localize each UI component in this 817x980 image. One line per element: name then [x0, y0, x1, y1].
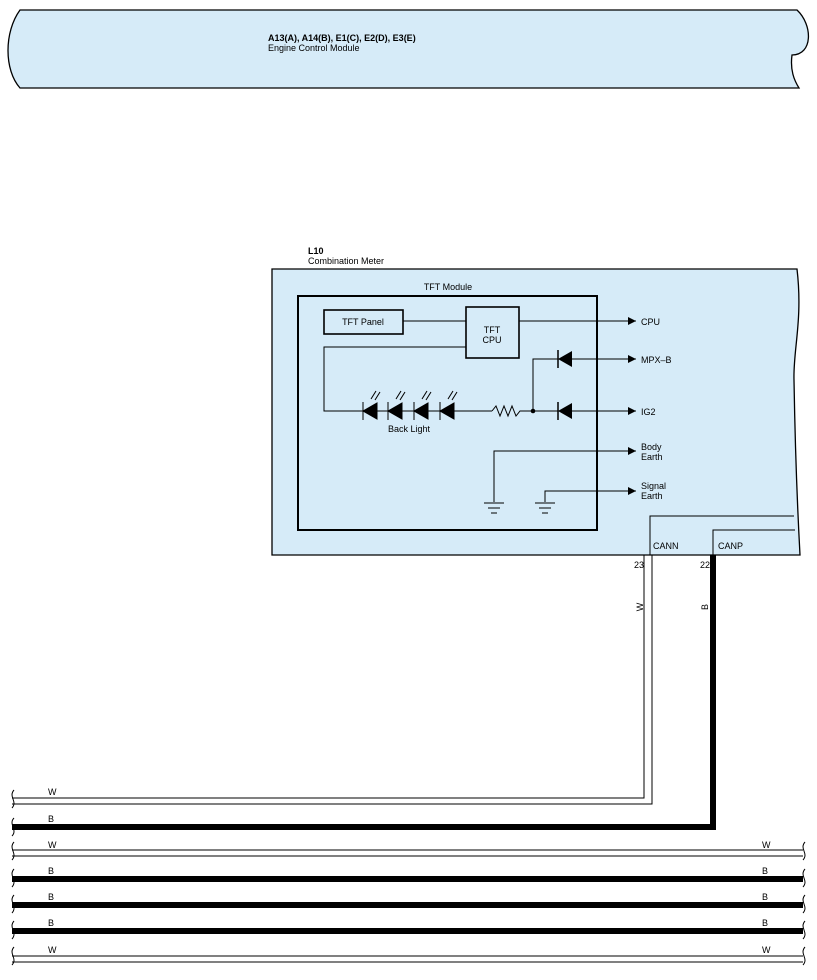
body-earth-label-2: Earth	[641, 452, 663, 462]
meter-code: L10	[308, 246, 324, 256]
signal-earth-ground-icon	[535, 502, 555, 514]
body-earth-label-1: Body	[641, 442, 662, 452]
canp-pin: 22	[700, 560, 710, 570]
wire-label-row3-right: W	[762, 840, 771, 850]
canp-wire	[12, 555, 716, 830]
wire-label-row4-right: B	[762, 866, 768, 876]
resistor	[491, 404, 533, 418]
tft-panel-box	[323, 309, 404, 335]
combination-meter: L10 Combination Meter TFT Module TFT Pan…	[271, 246, 801, 556]
wire-label-row6-left: B	[48, 918, 54, 928]
cann-internal-line	[649, 515, 794, 555]
ig2-diode	[557, 402, 572, 420]
wire-label-row4-left: B	[48, 866, 54, 876]
harness-right-breaks	[802, 841, 806, 966]
canp-wire-color: B	[700, 604, 710, 610]
signal-earth-label-2: Earth	[641, 491, 663, 501]
tft-module-box	[297, 295, 598, 531]
cann-wire	[12, 555, 653, 805]
body-earth-ground-icon	[484, 502, 504, 514]
harness-wire-w-7	[12, 955, 803, 963]
wire-label-row5-right: B	[762, 892, 768, 902]
back-light-leds	[361, 390, 492, 420]
meter-outline	[271, 268, 801, 556]
body-earth-arrow	[493, 447, 636, 502]
ecm-name: Engine Control Module	[268, 43, 360, 53]
tft-cpu-label-1: TFT	[484, 325, 501, 335]
mpx-b-diode	[557, 350, 572, 368]
mpx-b-label: MPX–B	[641, 355, 672, 365]
canp-internal-line	[712, 529, 795, 555]
ecm-connectors: A13(A), A14(B), E1(C), E2(D), E3(E)	[268, 33, 416, 43]
wire-label-row6-right: B	[762, 918, 768, 928]
wire-label-row3-left: W	[48, 840, 57, 850]
tft-module-label: TFT Module	[424, 282, 472, 292]
back-light-label: Back Light	[388, 424, 431, 434]
backlight-feed-line	[323, 346, 466, 412]
cann-label: CANN	[653, 541, 679, 551]
signal-earth-label-1: Signal	[641, 481, 666, 491]
wire-label-row5-left: B	[48, 892, 54, 902]
tft-cpu-label-2: CPU	[482, 335, 501, 345]
meter-name: Combination Meter	[308, 256, 384, 266]
ig2-label: IG2	[641, 407, 656, 417]
wire-label-row7-right: W	[762, 945, 771, 955]
wire-label-row1-left: W	[48, 787, 57, 797]
wire-label-row7-left: W	[48, 945, 57, 955]
cann-wire-color: W	[635, 602, 645, 611]
mpx-b-arrow	[532, 355, 636, 411]
tft-cpu-box	[465, 306, 520, 359]
cpu-output-label: CPU	[641, 317, 660, 327]
ecm-component: A13(A), A14(B), E1(C), E2(D), E3(E) Engi…	[7, 9, 810, 89]
canp-label: CANP	[718, 541, 743, 551]
harness-wire-w-3	[12, 849, 803, 857]
tft-panel-label: TFT Panel	[342, 317, 384, 327]
cann-pin: 23	[634, 560, 644, 570]
signal-earth-arrow	[544, 487, 636, 502]
ecm-banner	[7, 9, 810, 89]
wire-label-row2-left: B	[48, 814, 54, 824]
